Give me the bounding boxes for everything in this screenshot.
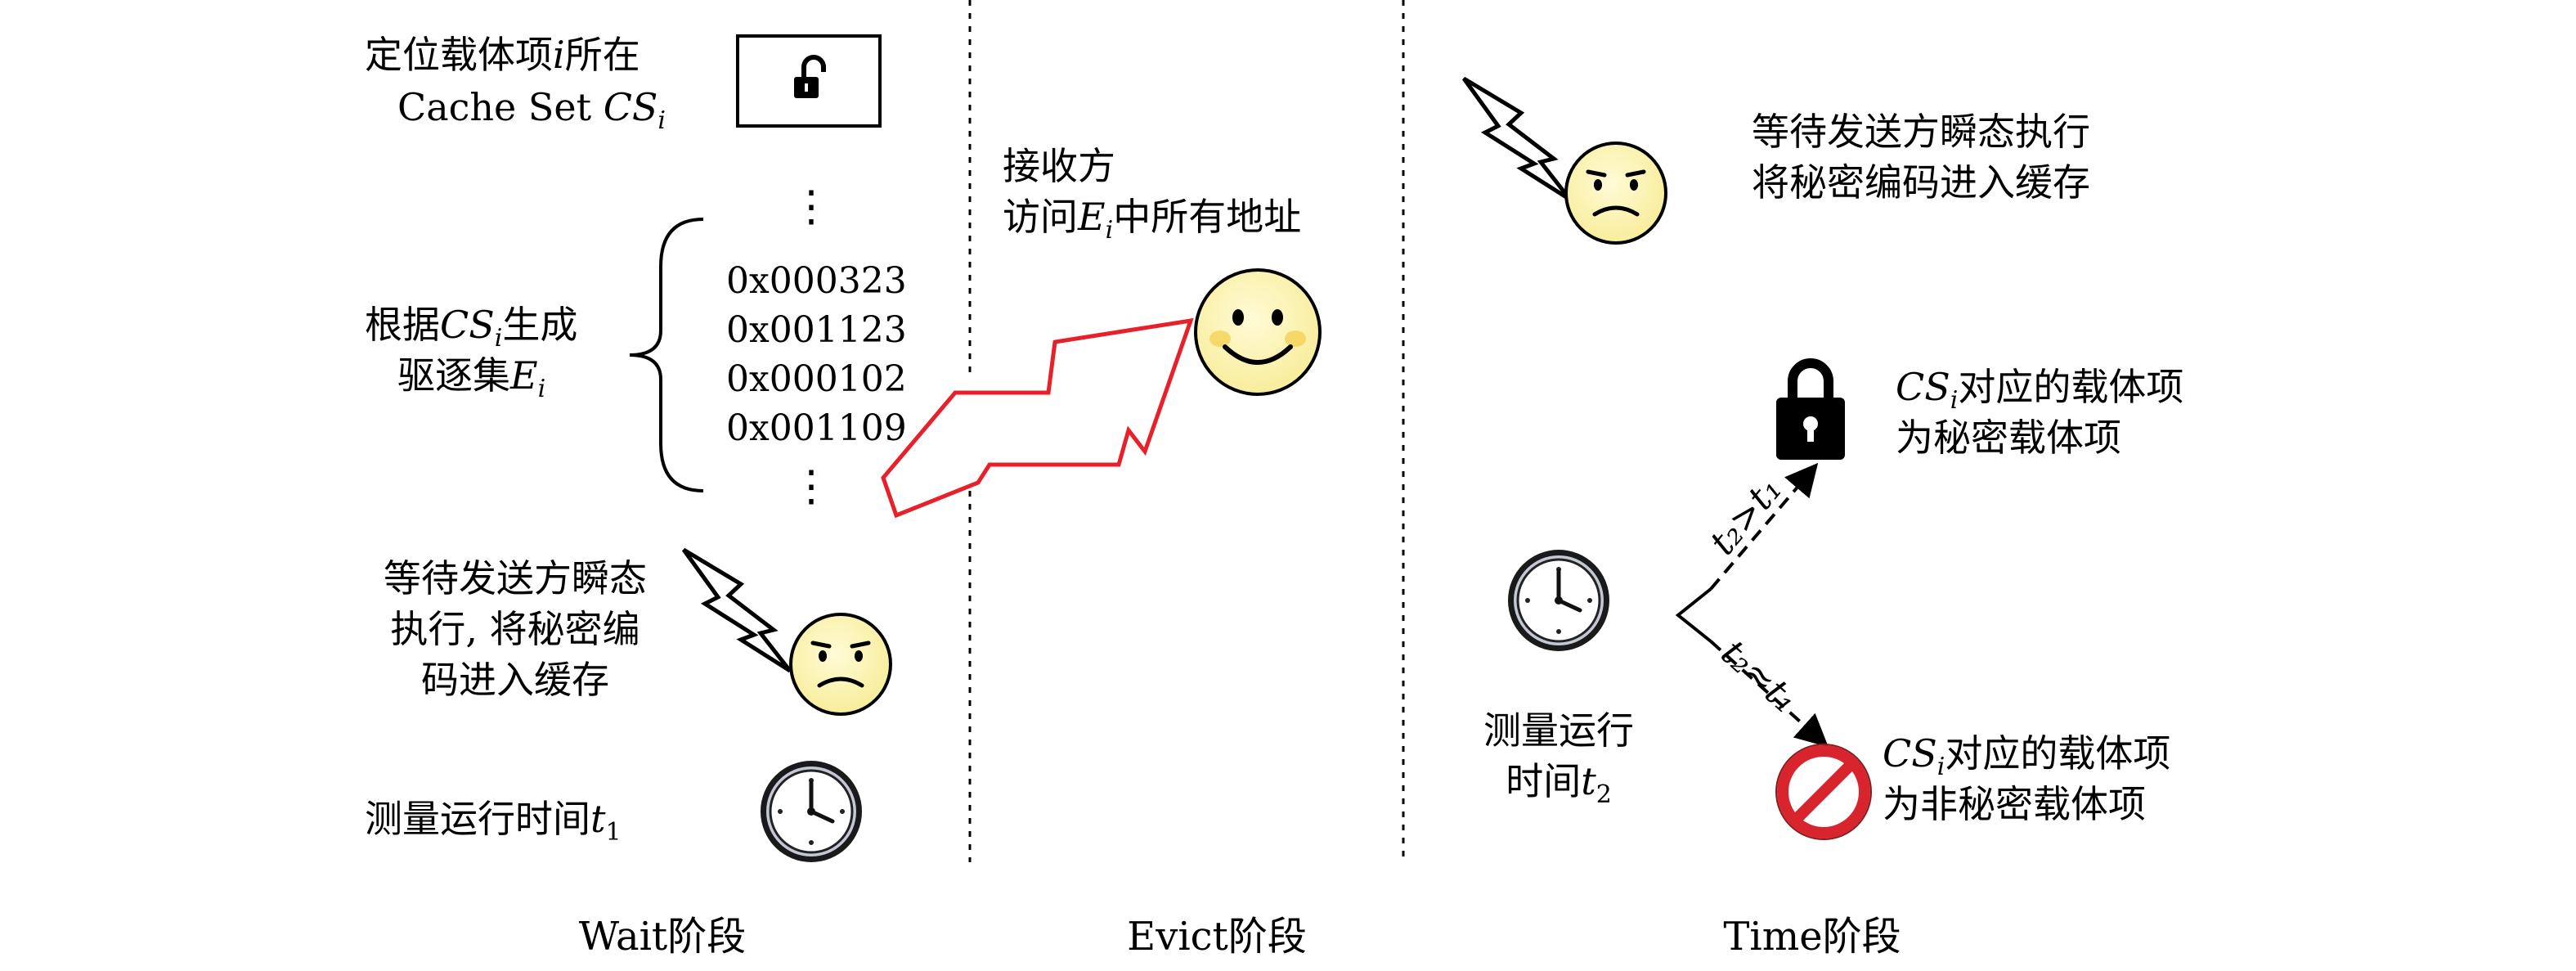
eviction-set-text: 驱逐集Ei bbox=[397, 353, 546, 403]
nonsecret-result-line-1: CSi对应的载体项 bbox=[1883, 731, 2171, 781]
address-item-2: 0x000102 bbox=[726, 358, 907, 400]
dots-bottom: ⋮ bbox=[790, 462, 832, 511]
arrow-to-nonsecret bbox=[1709, 640, 1829, 748]
time-wait-line-1: 等待发送方瞬态执行 bbox=[1752, 110, 2090, 154]
lightning-bolt-icon bbox=[1464, 79, 1570, 200]
secret-result-line-1: CSi对应的载体项 bbox=[1896, 365, 2184, 415]
sad-face-icon bbox=[1566, 143, 1666, 243]
locate-item-text: 定位载体项i所在 bbox=[365, 33, 640, 77]
prohibited-sign-icon bbox=[1775, 744, 1872, 840]
branch-connector bbox=[1675, 587, 1712, 643]
arrow-to-secret bbox=[1709, 462, 1819, 591]
smiley-face-icon bbox=[1194, 268, 1322, 396]
measure-time-t1: 测量运行时间t1 bbox=[365, 797, 622, 847]
address-list-brace bbox=[629, 218, 704, 492]
generate-eviction-text: 根据CSi生成 bbox=[365, 303, 578, 353]
measure-time-t2-line-2: 时间t2 bbox=[1506, 759, 1612, 809]
measure-time-t2-line-1: 测量运行 bbox=[1483, 708, 1634, 753]
lightning-bolt-icon bbox=[684, 550, 790, 671]
locked-padlock-icon bbox=[1776, 358, 1845, 460]
dots-top: ⋮ bbox=[790, 182, 832, 232]
red-arrow-icon bbox=[881, 317, 1194, 519]
cache-set-box bbox=[736, 34, 882, 128]
secret-result-line-2: 为秘密载体项 bbox=[1896, 416, 2121, 460]
access-eviction-set-text: 访问Ei中所有地址 bbox=[1003, 195, 1302, 245]
condition-approx: t₂≈t₁ bbox=[1713, 632, 1806, 722]
clock-icon bbox=[761, 761, 862, 862]
wait-sender-line-2: 执行, 将秘密编 bbox=[390, 607, 640, 651]
unlocked-padlock-icon bbox=[794, 55, 826, 98]
address-item-1: 0x001123 bbox=[726, 309, 907, 351]
phase-label-evict: Evict阶段 bbox=[1127, 914, 1307, 960]
wait-sender-line-1: 等待发送方瞬态 bbox=[384, 556, 647, 600]
receiver-label: 接收方 bbox=[1003, 144, 1115, 188]
sad-face-icon bbox=[791, 614, 891, 714]
wait-sender-line-3: 码进入缓存 bbox=[421, 658, 609, 702]
address-item-3: 0x001109 bbox=[726, 407, 907, 449]
time-wait-line-2: 将秘密编码进入缓存 bbox=[1752, 160, 2090, 205]
clock-icon bbox=[1508, 550, 1609, 651]
phase-label-time: Time阶段 bbox=[1723, 914, 1901, 960]
nonsecret-result-line-2: 为非秘密载体项 bbox=[1883, 782, 2146, 826]
cache-set-text: Cache Set CSi bbox=[397, 85, 666, 135]
address-item-0: 0x000323 bbox=[726, 260, 907, 302]
phase-label-wait: Wait阶段 bbox=[578, 914, 747, 960]
